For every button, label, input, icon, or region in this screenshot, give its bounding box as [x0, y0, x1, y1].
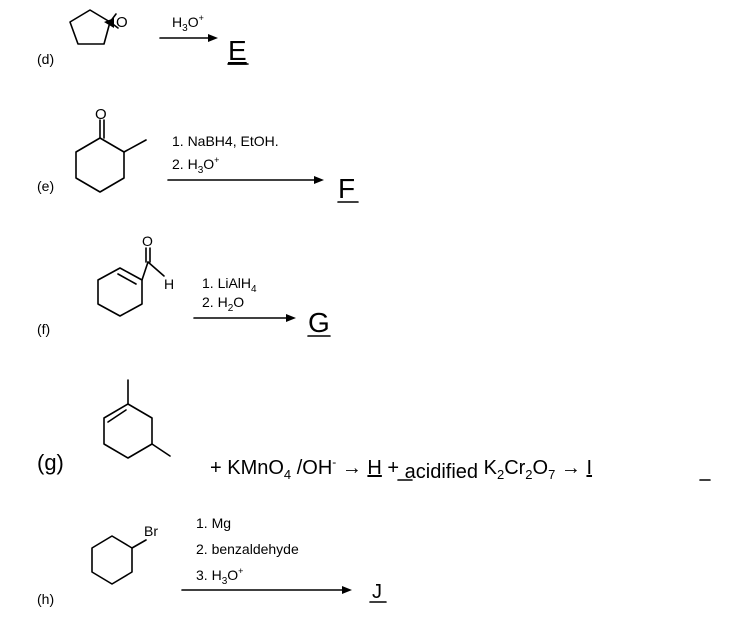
scheme-g: + KMnO4 /OH- → H + acidified K2Cr2O7 → I — [210, 455, 592, 483]
label-h: (h) — [37, 591, 54, 607]
reagent-d-1: H3O+ — [172, 13, 204, 34]
reagent-h-3: 3. H3O+ — [196, 566, 243, 587]
label-d: (d) — [37, 51, 54, 67]
label-f: (f) — [37, 321, 50, 337]
reagent-f-1: 1. LiAlH4 — [202, 275, 257, 295]
atom-o-d: O — [116, 14, 128, 31]
reagent-f-2: 2. H2O — [202, 294, 244, 314]
molecule-cyclohexenecarbaldehyde: O H — [97, 233, 174, 317]
label-e: (e) — [37, 178, 54, 194]
reagent-h-1: 1. Mg — [196, 515, 231, 531]
molecule-2-methylcyclohexanone: O — [75, 106, 147, 193]
atom-o-e: O — [95, 106, 107, 123]
product-j: J — [372, 581, 382, 603]
atom-br-h: Br — [144, 523, 158, 539]
molecule-epoxycyclopentane: O — [69, 9, 128, 45]
reagent-e-2: 2. H3O+ — [172, 155, 219, 176]
product-g: G — [308, 307, 330, 338]
molecule-1-5-dimethylcyclohexene — [103, 379, 171, 459]
molecule-bromocyclohexane: Br — [91, 523, 158, 585]
label-g: (g) — [37, 450, 64, 475]
reagent-h-2: 2. benzaldehyde — [196, 541, 299, 557]
product-f: F — [338, 173, 355, 204]
atom-o-f: O — [142, 233, 153, 249]
reagent-e-1: 1. NaBH4, EtOH. — [172, 133, 279, 149]
atom-h-f: H — [164, 276, 174, 292]
product-e: E — [228, 35, 247, 66]
